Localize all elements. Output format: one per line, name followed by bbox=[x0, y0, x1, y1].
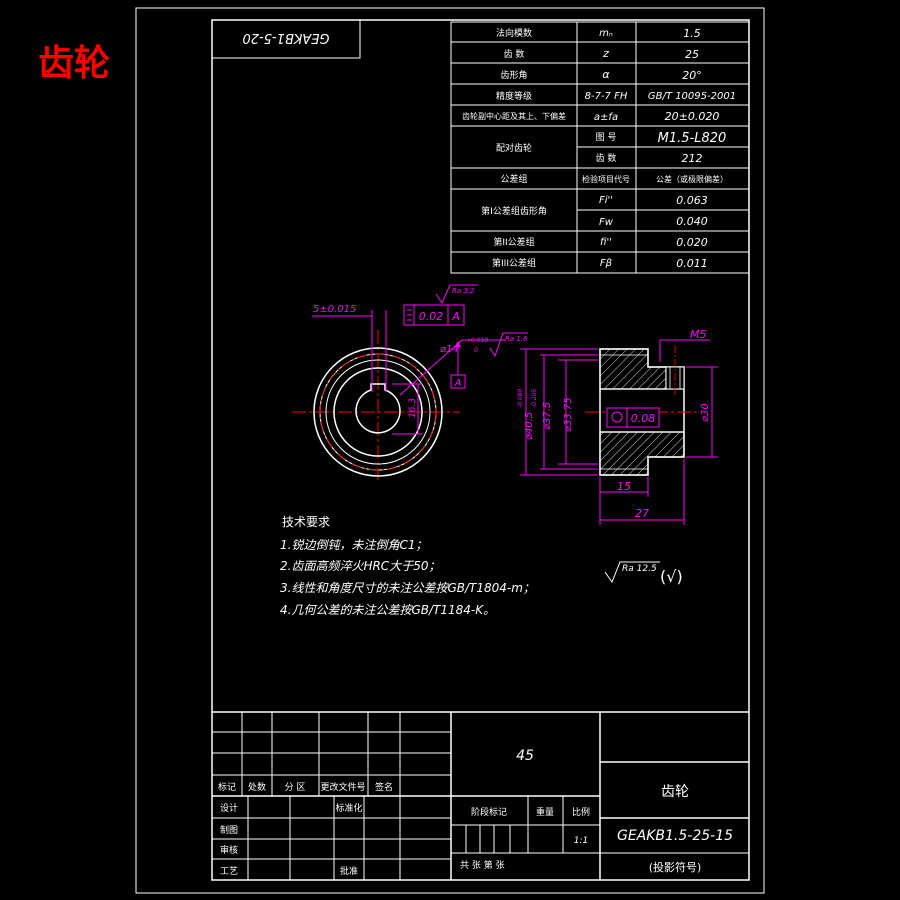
outer-frame bbox=[135, 7, 765, 894]
group3-symbol: Fβ bbox=[600, 258, 613, 269]
sheet-text: 共 张 第 张 bbox=[460, 859, 505, 871]
len-total: 27 bbox=[635, 507, 649, 520]
roughness-other: (√) bbox=[660, 567, 683, 586]
param-label: 精度等级 bbox=[496, 90, 532, 102]
param-label: 齿形角 bbox=[500, 69, 527, 81]
keyway-width-dim: 5±0.015 bbox=[313, 304, 356, 315]
dia-tip-tol-upper: -0.080 bbox=[517, 388, 524, 408]
mirror-code-box bbox=[211, 19, 361, 59]
projection-symbol: (投影符号) bbox=[649, 860, 702, 874]
mating-value: 212 bbox=[682, 152, 703, 165]
param-symbol: mₙ bbox=[599, 28, 613, 39]
tip-circle bbox=[313, 347, 443, 477]
len-hub: 15 bbox=[617, 480, 631, 493]
mating-key: 齿 数 bbox=[596, 152, 617, 164]
pitch-circle bbox=[319, 353, 437, 471]
rev-header: 分 区 bbox=[285, 782, 306, 793]
roughness-general: Ra 12.5 bbox=[622, 564, 657, 574]
param-symbol: a±fa bbox=[594, 112, 618, 123]
gear-section-view bbox=[585, 345, 700, 476]
mating-value: M1.5-L820 bbox=[658, 131, 727, 146]
roughness-hub: Ra 1.6 bbox=[505, 335, 528, 343]
stage-header: 重量 bbox=[536, 806, 554, 818]
title-block: 45 齿轮 GEAKB1.5-25-15 (投影符号) 标记 处数 分 区 更改… bbox=[212, 711, 749, 880]
roughness-top: Ra 3.2 bbox=[452, 287, 475, 295]
tolerance-value: 0.02 bbox=[419, 310, 444, 323]
group3-value: 0.011 bbox=[676, 257, 708, 270]
role-label: 批准 bbox=[340, 865, 358, 877]
front-view-annotations: 5±0.015 0.02 A Ra 3.2 ⌀14 +0.018 0 Ra 1.… bbox=[312, 284, 528, 435]
runout-value: 0.08 bbox=[631, 412, 656, 425]
tol-header-value: 公差（或极限偏差） bbox=[656, 174, 728, 184]
param-symbol: 8-7-7 FH bbox=[585, 91, 628, 102]
mating-label: 配对齿轮 bbox=[496, 142, 532, 154]
dia-hub: ⌀30 bbox=[700, 403, 711, 422]
param-value: 20±0.020 bbox=[665, 110, 720, 123]
keyway-depth: 16.3 bbox=[408, 398, 418, 418]
group2-label: 第II公差组 bbox=[493, 236, 534, 248]
mirror-code: GEAKB1-5-20 bbox=[242, 30, 329, 45]
tech-item: 3.线性和角度尺寸的未注公差按GB/T1804-m； bbox=[280, 581, 535, 595]
material: 45 bbox=[516, 748, 534, 764]
bore-with-keyway bbox=[355, 383, 401, 434]
role-label: 工艺 bbox=[220, 866, 238, 877]
drawing-number: GEAKB1.5-25-15 bbox=[617, 828, 733, 844]
gear-front-view bbox=[292, 330, 460, 480]
role-label: 审核 bbox=[220, 844, 238, 856]
mating-key: 图 号 bbox=[596, 132, 617, 143]
bore-tol-lower: 0 bbox=[474, 347, 478, 354]
dia-tip-tol-lower: -0.205 bbox=[531, 388, 538, 408]
group1-label: 第I公差组齿形角 bbox=[481, 205, 547, 217]
param-symbol: α bbox=[602, 68, 610, 81]
dia-root: ⌀33.75 bbox=[563, 397, 574, 432]
datum-label: A bbox=[454, 378, 462, 389]
inner-frame bbox=[211, 19, 750, 881]
param-value: 25 bbox=[685, 48, 699, 61]
param-value: GB/T 10095-2001 bbox=[648, 91, 736, 102]
stage-header: 比例 bbox=[572, 806, 590, 818]
page-title: 齿轮 bbox=[38, 42, 110, 84]
rev-header: 处数 bbox=[248, 781, 266, 793]
group1-symbol: Fi'' bbox=[599, 195, 613, 206]
tol-header-symbol: 检验项目代号 bbox=[582, 174, 630, 184]
dia-tip: ⌀40.5 bbox=[524, 412, 535, 440]
param-value: 20° bbox=[682, 69, 702, 82]
param-table-text: 法向模数 mₙ 1.5 齿 数 z 25 齿形角 α 20° 精度等级 8-7-… bbox=[462, 27, 736, 270]
tech-item: 1.锐边倒钝，未注倒角C1； bbox=[280, 538, 427, 552]
section-view-annotations: M5 ⌀40.5 -0.080 -0.205 ⌀37.5 ⌀33.75 ⌀30 … bbox=[517, 328, 718, 525]
bore-tol-upper: +0.018 bbox=[466, 337, 488, 344]
param-table bbox=[450, 21, 750, 274]
param-label: 齿轮副中心距及其上、下偏差 bbox=[462, 111, 566, 121]
stage-header: 阶段标记 bbox=[471, 806, 507, 818]
group2-value: 0.020 bbox=[676, 236, 708, 249]
thread-size: M5 bbox=[690, 328, 707, 341]
group1-value: 0.040 bbox=[676, 215, 708, 228]
tech-item: 4.几何公差的未注公差按GB/T1184-K。 bbox=[280, 603, 495, 617]
group1-value: 0.063 bbox=[676, 194, 708, 207]
rev-header: 更改文件号 bbox=[320, 781, 365, 793]
param-value: 1.5 bbox=[683, 27, 701, 40]
tech-title: 技术要求 bbox=[282, 515, 330, 529]
role-label: 设计 bbox=[220, 802, 238, 814]
tech-requirements: 技术要求 1.锐边倒钝，未注倒角C1； 2.齿面高频淬火HRC大于50； 3.线… bbox=[280, 515, 683, 617]
param-symbol: z bbox=[602, 47, 609, 60]
role-label: 制图 bbox=[220, 824, 238, 836]
group2-symbol: fi'' bbox=[600, 237, 612, 248]
rev-header: 签名 bbox=[375, 781, 393, 793]
param-label: 法向模数 bbox=[496, 27, 532, 39]
scale: 1:1 bbox=[574, 836, 588, 846]
group1-symbol: Fw bbox=[599, 217, 614, 228]
tolerance-datum: A bbox=[451, 310, 460, 323]
role-label: 标准化 bbox=[335, 802, 362, 814]
group3-label: 第III公差组 bbox=[492, 257, 536, 269]
tol-header-label: 公差组 bbox=[500, 173, 527, 185]
rev-header: 标记 bbox=[218, 781, 236, 793]
part-name: 齿轮 bbox=[661, 784, 689, 800]
dia-pitch: ⌀37.5 bbox=[542, 402, 553, 430]
param-label: 齿 数 bbox=[504, 48, 525, 60]
bore-dia: ⌀14 bbox=[440, 344, 459, 355]
tech-item: 2.齿面高频淬火HRC大于50； bbox=[280, 559, 440, 573]
